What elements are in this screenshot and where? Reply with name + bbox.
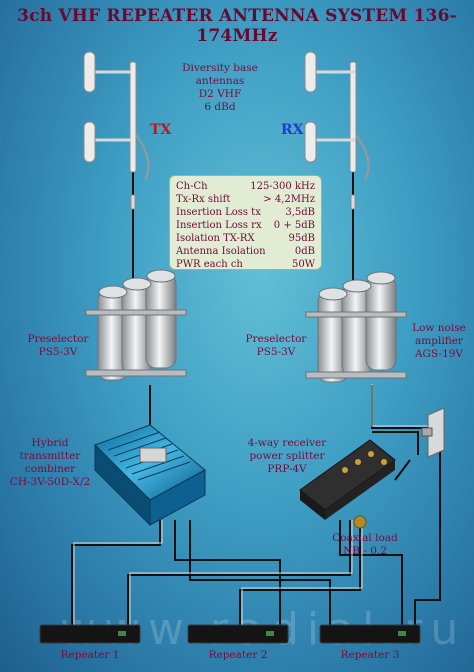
spec-row: Ch-Ch 125-300 kHz	[176, 180, 315, 193]
preselector-left-device	[85, 269, 187, 381]
splitter-device	[299, 439, 396, 529]
spec-row: PWR each ch 50W	[176, 258, 315, 271]
tx-label: TX	[150, 122, 172, 138]
antennas-label: Diversity base antennas D2 VHF 6 dBd	[160, 62, 280, 114]
load-line2: NB - 0.2	[343, 545, 387, 557]
spec-row: Tx-Rx shift > 4,2MHz	[176, 193, 315, 206]
preselector-left-line1: Preselector	[27, 333, 89, 345]
rx-antenna	[304, 51, 370, 210]
splitter-line3: PRP-4V	[267, 463, 307, 475]
spec-name: Insertion Loss tx	[176, 207, 261, 218]
spec-row: Isolation TX-RX 95dB	[176, 232, 315, 245]
splitter-line1: 4-way receiver	[247, 437, 327, 449]
preselector-right-line1: Preselector	[245, 333, 307, 345]
lna-line2: amplifier	[415, 335, 463, 347]
spec-value: 0dB	[294, 246, 315, 257]
splitter-line2: power splitter	[249, 450, 325, 462]
combiner-device	[94, 424, 206, 527]
page-title: 3ch VHF REPEATER ANTENNA SYSTEM 136-174M…	[17, 6, 457, 46]
combiner-line1: Hybrid transmitter	[19, 437, 81, 462]
spec-value: 50W	[291, 259, 315, 270]
rx-label: RX	[281, 122, 304, 138]
spec-value: > 4,2MHz	[263, 194, 315, 205]
spec-name: Tx-Rx shift	[176, 194, 231, 205]
spec-row: Antenna Isolation 0dB	[176, 245, 315, 258]
spec-value: 95dB	[288, 233, 315, 244]
spec-value: 3,5dB	[285, 207, 315, 218]
preselector-right-device	[305, 271, 407, 383]
tx-antenna	[83, 51, 150, 210]
spec-name: Ch-Ch	[176, 181, 208, 192]
repeater-1-label: Repeater 1	[60, 649, 120, 661]
spec-name: Antenna Isolation	[176, 246, 266, 257]
spec-value: 0 + 5dB	[273, 220, 315, 231]
load-label: Coaxial load NB - 0.2	[320, 532, 410, 558]
combiner-line3: CH-3V-50D-X/2	[9, 476, 91, 488]
spec-name: Insertion Loss rx	[176, 220, 262, 231]
lna-label: Low noise amplifier AGS-19V	[404, 322, 474, 361]
splitter-label: 4-way receiver power splitter PRP-4V	[237, 437, 337, 476]
preselector-right-label: Preselector PS5-3V	[236, 333, 316, 359]
antennas-label-line2: D2 VHF	[198, 88, 242, 100]
repeater-3-label: Repeater 3	[340, 649, 400, 661]
preselector-left-label: Preselector PS5-3V	[18, 333, 98, 359]
spec-row: Insertion Loss tx 3,5dB	[176, 206, 315, 219]
antennas-label-line3: 6 dBd	[204, 101, 236, 113]
spec-name: Isolation TX-RX	[176, 233, 255, 244]
spec-row: Insertion Loss rx 0 + 5dB	[176, 219, 315, 232]
lna-device	[421, 407, 445, 458]
preselector-right-line2: PS5-3V	[256, 346, 296, 358]
spec-value: 125-300 kHz	[250, 181, 315, 192]
combiner-line2: combiner	[24, 463, 76, 475]
lna-line3: AGS-19V	[414, 348, 464, 360]
lna-line1: Low noise	[412, 322, 466, 334]
antennas-label-line1: Diversity base antennas	[182, 62, 258, 87]
repeater-devices	[39, 624, 421, 644]
repeater-2-label: Repeater 2	[208, 649, 268, 661]
combiner-label: Hybrid transmitter combiner CH-3V-50D-X/…	[0, 437, 100, 489]
spec-name: PWR each ch	[176, 259, 243, 270]
load-line1: Coaxial load	[332, 532, 398, 544]
preselector-left-line2: PS5-3V	[38, 346, 78, 358]
cables	[71, 165, 441, 640]
